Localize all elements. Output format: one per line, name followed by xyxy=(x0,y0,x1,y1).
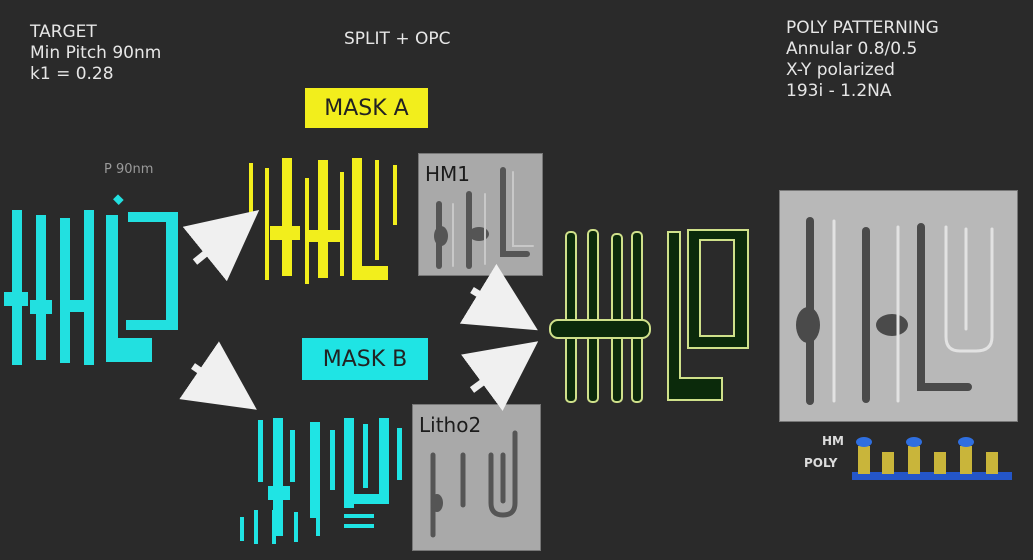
split-opc-title: SPLIT + OPC xyxy=(344,29,451,49)
litho2-label: Litho2 xyxy=(419,413,482,437)
mask-b-label: MASK B xyxy=(302,338,428,380)
cross-section-hm-label: HM xyxy=(822,434,844,448)
litho2-pattern xyxy=(430,430,518,538)
target-info: TARGET Min Pitch 90nm k1 = 0.28 xyxy=(30,22,161,85)
poly-title: POLY PATTERNING xyxy=(786,18,939,38)
combined-pattern xyxy=(549,229,749,403)
mask-a-label: MASK A xyxy=(305,88,428,128)
flow-arrows xyxy=(179,209,539,411)
target-title: TARGET xyxy=(30,22,97,42)
cross-section-poly-label: POLY xyxy=(804,456,838,470)
poly-illumination: Annular 0.8/0.5 xyxy=(786,39,918,59)
poly-sem-pattern xyxy=(796,217,994,405)
target-min-pitch: Min Pitch 90nm xyxy=(30,43,162,63)
mask-b-pattern xyxy=(240,418,402,544)
poly-scanner: 193i - 1.2NA xyxy=(786,81,892,101)
mask-a-pattern xyxy=(249,158,397,284)
hm1-sem-image: HM1 xyxy=(418,153,543,276)
target-k1: k1 = 0.28 xyxy=(30,64,114,84)
target-pattern xyxy=(4,194,178,365)
cross-section-diagram xyxy=(852,437,1012,480)
poly-polarization: X-Y polarized xyxy=(786,60,895,80)
hm1-label: HM1 xyxy=(425,162,471,186)
hm1-pattern xyxy=(434,167,534,269)
poly-patterning-sem-image xyxy=(779,190,1018,422)
poly-patterning-info: POLY PATTERNING Annular 0.8/0.5 X-Y pola… xyxy=(786,18,939,102)
pitch-label: P 90nm xyxy=(104,162,154,177)
